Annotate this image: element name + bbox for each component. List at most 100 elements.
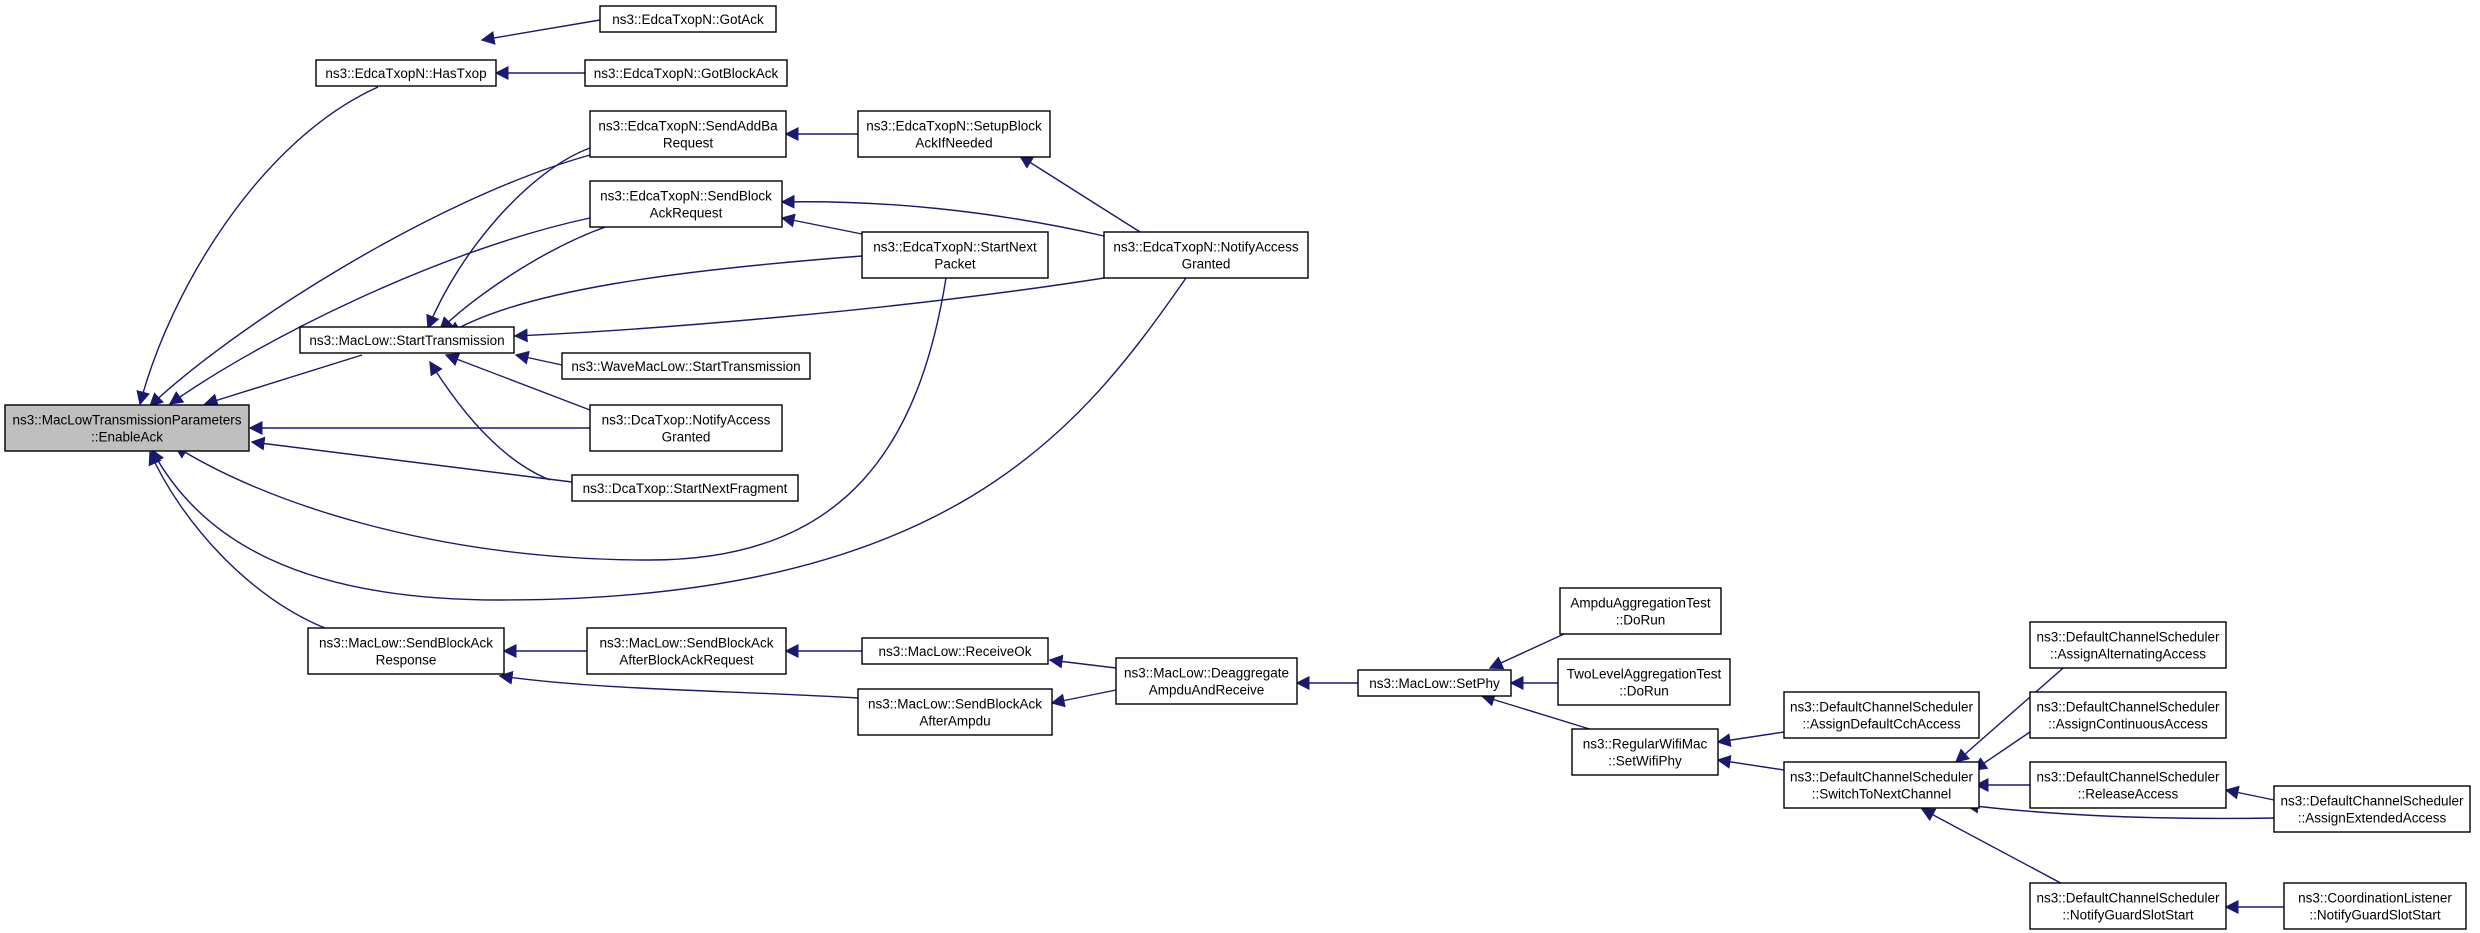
node-label-line: ns3::MacLow::ReceiveOk bbox=[878, 644, 1031, 659]
node-box bbox=[1559, 587, 1722, 635]
node-label-line: ns3::MacLow::SendBlockAck bbox=[319, 636, 493, 651]
edge-sendaddba-starttx bbox=[426, 147, 591, 330]
node-label-line: ns3::DefaultChannelScheduler bbox=[2036, 770, 2220, 785]
node-label-line: ns3::DefaultChannelScheduler bbox=[2036, 630, 2220, 645]
node-label-line: ns3::EdcaTxopN::GotBlockAck bbox=[594, 66, 779, 81]
node-label-line: ns3::EdcaTxopN::StartNext bbox=[873, 240, 1037, 255]
edge-assignext-switchtonext bbox=[1964, 799, 2275, 820]
node-box bbox=[586, 627, 787, 675]
node-box bbox=[299, 326, 515, 354]
edge-assigndefault-setwifiphy bbox=[1716, 731, 1785, 748]
node-label-line: ::AssignExtendedAccess bbox=[2298, 811, 2447, 826]
node-dcastartnextfragment[interactable]: ns3::DcaTxop::StartNextFragment bbox=[571, 474, 799, 502]
node-label-line: ns3::DefaultChannelScheduler bbox=[2280, 794, 2464, 809]
node-switchtonext[interactable]: ns3::DefaultChannelScheduler::SwitchToNe… bbox=[1783, 761, 1980, 809]
node-starttransmission[interactable]: ns3::MacLow::StartTransmission bbox=[299, 326, 515, 354]
node-box bbox=[857, 110, 1051, 158]
node-enableack[interactable]: ns3::MacLowTransmissionParameters::Enabl… bbox=[4, 404, 250, 452]
edge-gotack-hastxop bbox=[480, 19, 601, 45]
edge-assigncont-switchtonext bbox=[1972, 731, 2031, 771]
node-ampdutest[interactable]: AmpduAggregationTest::DoRun bbox=[1559, 587, 1722, 635]
node-box bbox=[1103, 231, 1309, 279]
edge-notifyedca-starttx bbox=[513, 277, 1105, 343]
edge-sendaddba-enableack bbox=[148, 154, 591, 407]
node-label-line: ns3::DefaultChannelScheduler bbox=[2036, 700, 2220, 715]
edge-setwifiphy-setphy bbox=[1480, 693, 1597, 732]
node-label-line: ns3::EdcaTxopN::NotifyAccess bbox=[1113, 240, 1299, 255]
node-label-line: ns3::CoordinationListener bbox=[2298, 891, 2452, 906]
node-assignalternating[interactable]: ns3::DefaultChannelScheduler::AssignAlte… bbox=[2029, 621, 2227, 669]
node-label-line: ns3::EdcaTxopN::SetupBlock bbox=[866, 119, 1042, 134]
node-label-line: TwoLevelAggregationTest bbox=[1567, 667, 1722, 682]
node-twoleveltest[interactable]: TwoLevelAggregationTest::DoRun bbox=[1557, 658, 1731, 706]
node-label-line: ns3::WaveMacLow::StartTransmission bbox=[571, 359, 800, 374]
node-label-line: ns3::EdcaTxopN::SendAddBa bbox=[598, 119, 778, 134]
node-label-line: ns3::MacLow::SetPhy bbox=[1369, 676, 1500, 691]
node-gotack[interactable]: ns3::EdcaTxopN::GotAck bbox=[599, 5, 777, 33]
node-notifyguardslot[interactable]: ns3::DefaultChannelScheduler::NotifyGuar… bbox=[2029, 882, 2227, 930]
node-sendblockackafterreq[interactable]: ns3::MacLow::SendBlockAckAfterBlockAckRe… bbox=[586, 627, 787, 675]
node-label-line: ns3::DefaultChannelScheduler bbox=[1790, 700, 1974, 715]
node-label-line: ns3::MacLowTransmissionParameters bbox=[12, 413, 241, 428]
node-assigndefaultcch[interactable]: ns3::DefaultChannelScheduler::AssignDefa… bbox=[1783, 691, 1980, 739]
edges bbox=[136, 19, 2284, 914]
node-label-line: ::EnableAck bbox=[91, 430, 163, 445]
edge-sbaresponse-enableack bbox=[148, 450, 331, 631]
node-setwifiphy[interactable]: ns3::RegularWifiMac::SetWifiPhy bbox=[1571, 728, 1719, 776]
node-box bbox=[1783, 761, 1980, 809]
node-label-line: ::AssignContinuousAccess bbox=[2048, 717, 2208, 732]
node-label-line: ns3::MacLow::SendBlockAck bbox=[868, 697, 1042, 712]
node-label-line: ns3::RegularWifiMac bbox=[1583, 737, 1708, 752]
node-box bbox=[2029, 761, 2227, 809]
node-releaseaccess[interactable]: ns3::DefaultChannelScheduler::ReleaseAcc… bbox=[2029, 761, 2227, 809]
node-label-line: Response bbox=[376, 653, 437, 668]
edge-startnextpacket-enableack bbox=[173, 277, 947, 561]
edge-notifyedca-setupblockack bbox=[1018, 155, 1141, 233]
node-label-line: AckIfNeeded bbox=[915, 136, 992, 151]
node-label-line: ::DoRun bbox=[1619, 684, 1669, 699]
node-label-line: ::SetWifiPhy bbox=[1608, 754, 1682, 769]
node-box bbox=[2029, 621, 2227, 669]
node-box bbox=[1357, 669, 1512, 697]
node-label-line: ::AssignDefaultCchAccess bbox=[1802, 717, 1961, 732]
node-label-line: ns3::DefaultChannelScheduler bbox=[1790, 770, 1974, 785]
node-box bbox=[1557, 658, 1731, 706]
node-assignextended[interactable]: ns3::DefaultChannelScheduler::AssignExte… bbox=[2273, 785, 2471, 833]
edge-dcastartfrag-enableack bbox=[250, 436, 573, 483]
node-label-line: ::NotifyGuardSlotStart bbox=[2062, 908, 2194, 923]
node-label-line: Request bbox=[663, 136, 714, 151]
node-box bbox=[2029, 882, 2227, 930]
node-hastxop[interactable]: ns3::EdcaTxopN::HasTxop bbox=[315, 59, 497, 87]
edge-switchtonext-setwifiphy bbox=[1716, 754, 1785, 771]
node-wavestarttransmission[interactable]: ns3::WaveMacLow::StartTransmission bbox=[561, 352, 811, 380]
node-assigncontinuous[interactable]: ns3::DefaultChannelScheduler::AssignCont… bbox=[2029, 691, 2227, 739]
node-receiveok[interactable]: ns3::MacLow::ReceiveOk bbox=[861, 637, 1049, 665]
node-label-line: ns3::DcaTxop::StartNextFragment bbox=[583, 481, 788, 496]
edge-deaggregate-receiveok bbox=[1048, 654, 1117, 669]
edge-notifyedca-sendblockackreq bbox=[780, 194, 1105, 237]
edge-dcastartfrag-starttx bbox=[429, 360, 551, 481]
edge-ampdutest-setphy bbox=[1488, 633, 1565, 670]
node-box bbox=[857, 688, 1053, 736]
edge-notifyguard-switchtonext bbox=[1920, 808, 2071, 889]
node-box bbox=[4, 404, 250, 452]
node-gotblockack[interactable]: ns3::EdcaTxopN::GotBlockAck bbox=[584, 59, 788, 87]
node-label-line: ns3::EdcaTxopN::HasTxop bbox=[325, 66, 486, 81]
node-box bbox=[861, 231, 1049, 279]
node-setphy[interactable]: ns3::MacLow::SetPhy bbox=[1357, 669, 1512, 697]
node-label-line: ns3::EdcaTxopN::GotAck bbox=[612, 12, 764, 27]
edge-wavestarttx-starttx bbox=[514, 350, 563, 366]
node-box bbox=[599, 5, 777, 33]
node-box bbox=[561, 352, 811, 380]
node-coordlistener[interactable]: ns3::CoordinationListener::NotifyGuardSl… bbox=[2283, 882, 2467, 930]
